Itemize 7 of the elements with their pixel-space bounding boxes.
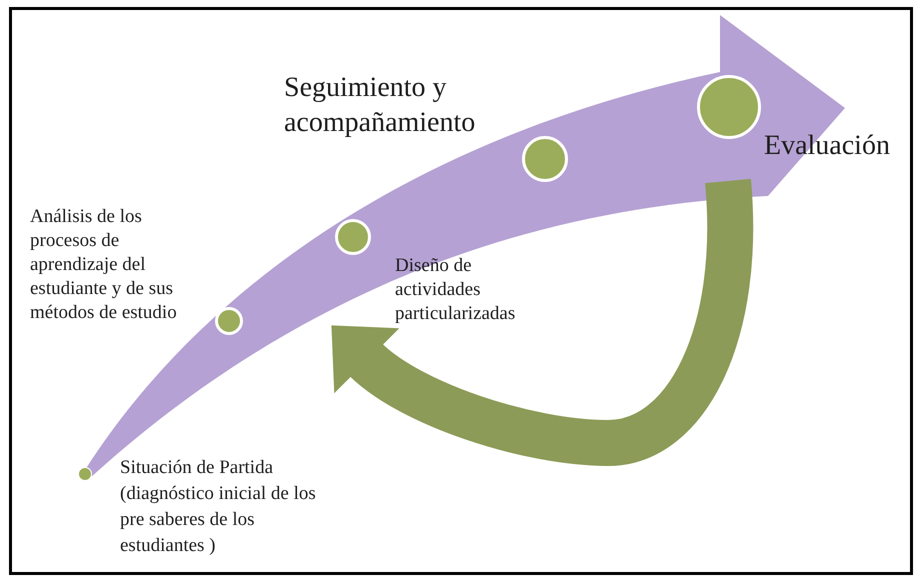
curved-arrow [329,180,754,466]
stage-label: Análisis de los procesos de aprendizaje del estudiante y de sus métodos de estudio [30,205,202,325]
stage-label: Situación de Partida (diagnóstico inicial de los pre saberes de los estudiantes ) [120,455,338,559]
stage-label: Evaluación [764,128,921,163]
stage-circle [78,467,92,481]
stage-label: Diseño de actividades particularizadas [395,254,560,326]
stage-label: Seguimiento y acompañamiento [284,70,524,140]
